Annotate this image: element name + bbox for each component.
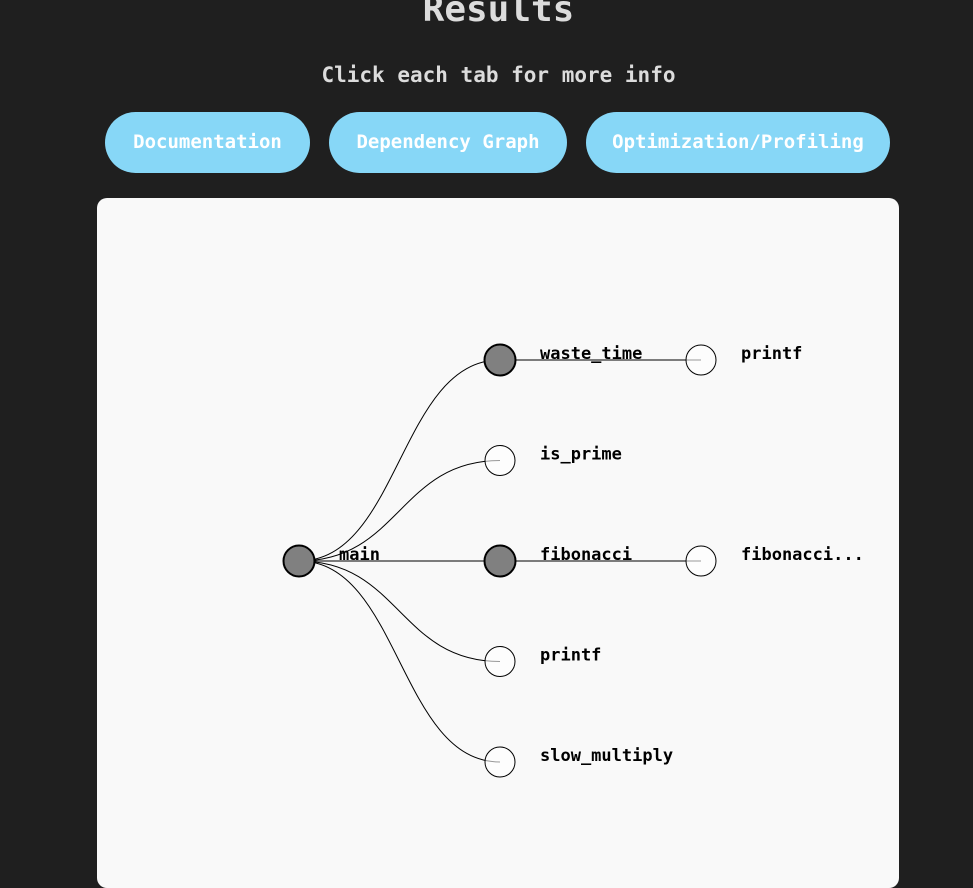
page-title: Results	[422, 0, 575, 30]
tab-documentation[interactable]: Documentation	[105, 112, 310, 173]
graph-node-is-prime[interactable]: is_prime	[484, 445, 622, 476]
graph-node-circle[interactable]	[282, 544, 316, 578]
graph-node-circle[interactable]	[484, 445, 516, 476]
graph-node-circle[interactable]	[483, 343, 517, 377]
graph-node-label: fibonacci...	[741, 545, 864, 565]
graph-node-main[interactable]: main	[282, 544, 380, 578]
graph-node-fibonacci-child[interactable]: fibonacci...	[685, 545, 864, 577]
dependency-graph-panel: main waste_time is_prime fibonacci printf slo…	[97, 198, 899, 888]
graph-edges	[298, 359, 701, 763]
graph-node-circle[interactable]	[685, 545, 717, 577]
graph-edge	[298, 359, 501, 562]
tab-dependency-graph[interactable]: Dependency Graph	[329, 112, 567, 173]
graph-node-label: slow_multiply	[540, 746, 673, 766]
graph-node-label: main	[339, 545, 380, 565]
graph-edge	[298, 460, 501, 562]
graph-node-slow-multiply[interactable]: slow_multiply	[484, 746, 673, 778]
graph-node-label: waste_time	[540, 344, 642, 364]
graph-node-waste-time[interactable]: waste_time	[483, 343, 643, 377]
graph-node-label: fibonacci	[540, 545, 632, 565]
graph-node-circle[interactable]	[685, 344, 717, 376]
graph-node-printf-main[interactable]: printf	[484, 646, 601, 677]
graph-node-fibonacci[interactable]: fibonacci	[483, 544, 633, 578]
page-subtitle: Click each tab for more info	[321, 63, 676, 87]
graph-node-label: is_prime	[540, 445, 622, 465]
graph-node-circle[interactable]	[484, 646, 516, 677]
graph-edge	[298, 560, 501, 763]
graph-node-label: printf	[741, 344, 802, 364]
graph-edge	[298, 560, 501, 662]
graph-node-label: printf	[540, 646, 601, 666]
dependency-graph: main waste_time is_prime fibonacci printf slo…	[282, 343, 864, 778]
tab-optimization-profiling[interactable]: Optimization/Profiling	[586, 112, 890, 173]
graph-node-circle[interactable]	[483, 544, 517, 578]
graph-node-circle[interactable]	[484, 746, 516, 778]
graph-nodes: main waste_time is_prime fibonacci printf slo…	[282, 343, 864, 778]
graph-node-printf-waste[interactable]: printf	[685, 344, 802, 376]
